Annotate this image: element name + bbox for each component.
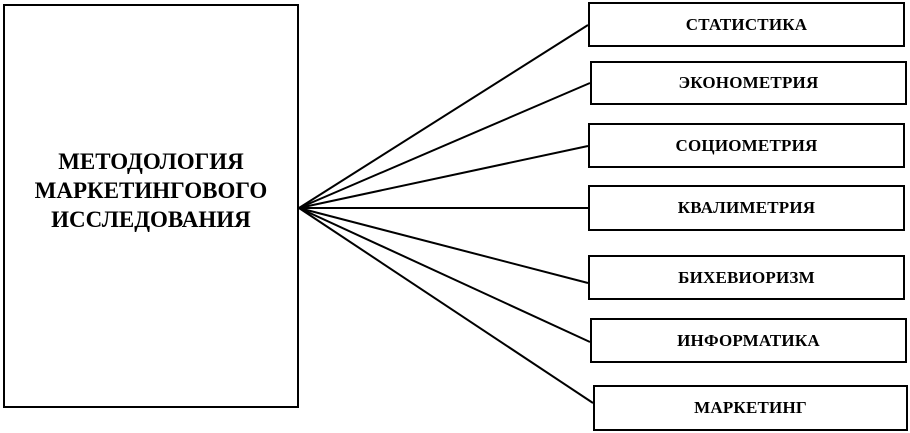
- child-label: МАРКЕТИНГ: [694, 398, 807, 417]
- child-label: ЭКОНОМЕТРИЯ: [678, 73, 819, 92]
- child-box-statistika: СТАТИСТИКА: [588, 2, 905, 47]
- child-box-sociometriya: СОЦИОМЕТРИЯ: [588, 123, 905, 168]
- child-label: БИХЕВИОРИЗМ: [678, 267, 815, 287]
- child-label: ИНФОРМАТИКА: [677, 330, 820, 350]
- child-box-biheviorizm: БИХЕВИОРИЗМ: [588, 255, 905, 300]
- connector-informatika: [298, 207, 591, 343]
- connector-statistika: [298, 24, 589, 209]
- child-box-kvalimetriya: КВАЛИМЕТРИЯ: [588, 185, 905, 231]
- child-box-ekonometriya: ЭКОНОМЕТРИЯ: [590, 61, 907, 105]
- main-concept-title: МЕТОДОЛОГИЯ МАРКЕТИНГОВОГО ИССЛЕДОВАНИЯ: [34, 148, 268, 232]
- child-label: СОЦИОМЕТРИЯ: [675, 135, 818, 155]
- connector-marketing: [298, 207, 594, 404]
- child-label: СТАТИСТИКА: [685, 14, 808, 34]
- connector-biheviorizm: [298, 207, 589, 284]
- connector-ekonometriya: [298, 82, 591, 209]
- child-box-marketing: МАРКЕТИНГ: [593, 385, 908, 431]
- child-label: КВАЛИМЕТРИЯ: [677, 198, 816, 217]
- connector-sociometriya: [298, 145, 589, 209]
- main-concept-box: МЕТОДОЛОГИЯ МАРКЕТИНГОВОГО ИССЛЕДОВАНИЯ: [3, 4, 299, 408]
- child-box-informatika: ИНФОРМАТИКА: [590, 318, 907, 363]
